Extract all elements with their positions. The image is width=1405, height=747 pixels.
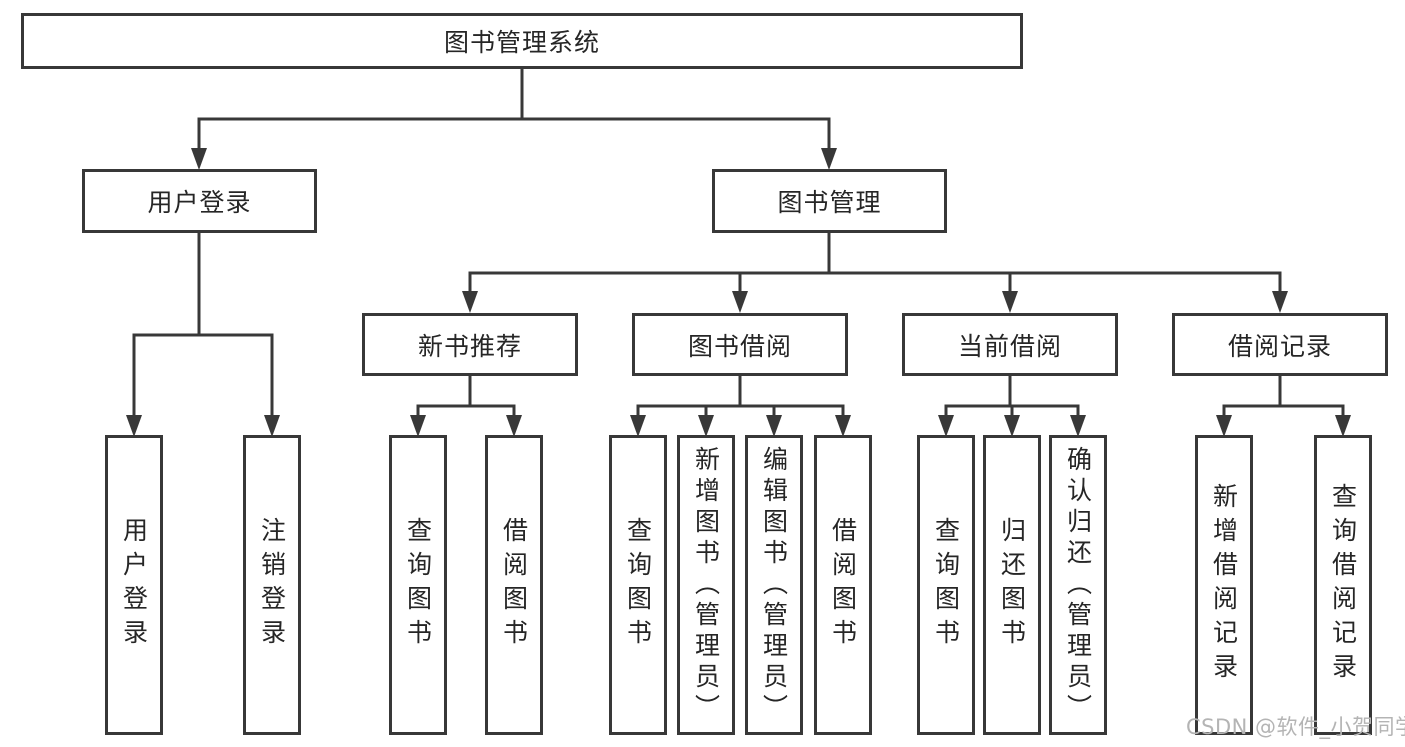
leaf-confirm-return-admin: 确认归还（管理员） (1049, 435, 1107, 735)
node-new-book-recommend: 新书推荐 (362, 313, 578, 376)
leaf-query-borrow-record: 查询借阅记录 (1314, 435, 1372, 735)
watermark: CSDN @软件_小贺同学 (1186, 715, 1405, 739)
connectors-user-login-group (126, 233, 280, 437)
leaf-query-books-recommend: 查询图书 (389, 435, 447, 735)
connectors-book-borrow-group (630, 376, 851, 437)
connectors-borrow-records-group (1216, 376, 1351, 437)
connectors-level-1 (191, 69, 837, 170)
leaf-query-books-borrow: 查询图书 (609, 435, 667, 735)
node-current-borrow: 当前借阅 (902, 313, 1118, 376)
leaf-borrow-books-recommend: 借阅图书 (485, 435, 543, 735)
leaf-query-books-current: 查询图书 (917, 435, 975, 735)
leaf-logout: 注销登录 (243, 435, 301, 735)
leaf-borrow-books: 借阅图书 (814, 435, 872, 735)
node-borrow-records: 借阅记录 (1172, 313, 1388, 376)
leaf-add-borrow-record: 新增借阅记录 (1195, 435, 1253, 735)
node-book-management: 图书管理 (712, 169, 947, 233)
leaf-return-book: 归还图书 (983, 435, 1041, 735)
node-root: 图书管理系统 (21, 13, 1023, 69)
leaf-edit-book-admin: 编辑图书（管理员） (745, 435, 803, 735)
connectors-current-borrow-group (938, 376, 1086, 437)
leaf-user-login: 用户登录 (105, 435, 163, 735)
node-user-login: 用户登录 (82, 169, 317, 233)
node-book-borrow: 图书借阅 (632, 313, 848, 376)
leaf-add-book-admin: 新增图书（管理员） (677, 435, 735, 735)
connectors-new-book-recommend-group (410, 376, 522, 437)
connectors-book-management-group (462, 233, 1288, 313)
